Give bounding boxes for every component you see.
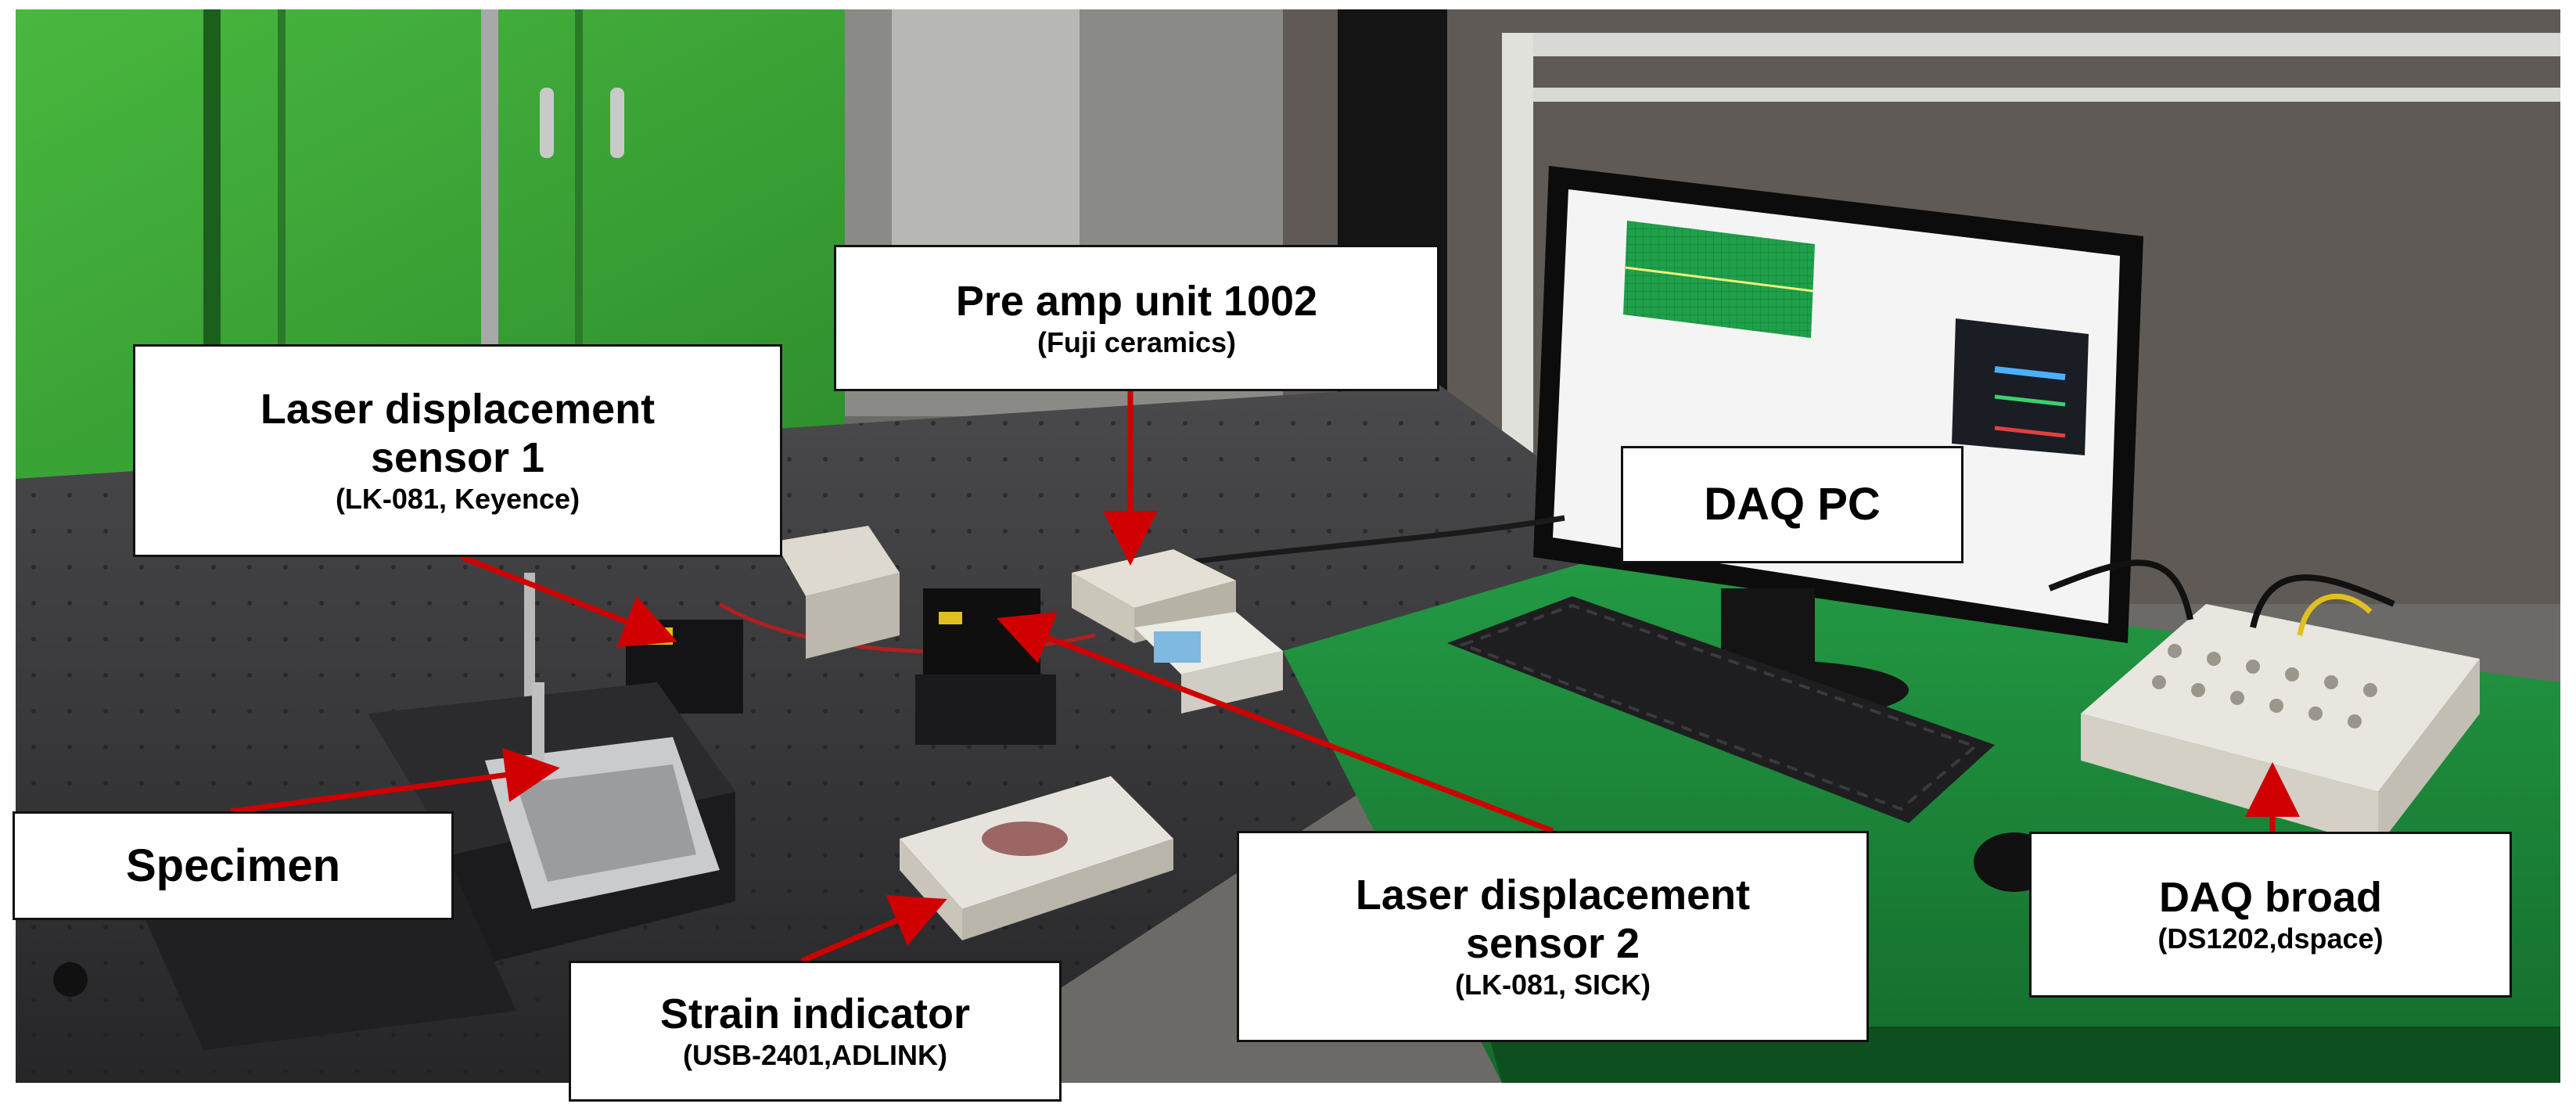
strain-indicator-title: Strain indicator — [659, 991, 971, 1037]
wall-rail — [1525, 33, 2560, 56]
strain-indicator-model: (USB-2401,ADLINK) — [682, 1039, 948, 1071]
callout-daq-pc: DAQ PC — [1621, 446, 1963, 563]
arrow-specimen — [230, 747, 560, 814]
daq-board-title: DAQ broad — [2158, 874, 2382, 921]
daq-board-side — [2378, 659, 2480, 847]
preamp-front — [1072, 573, 1134, 643]
daq-pc-title: DAQ PC — [1704, 479, 1881, 530]
cable — [2250, 574, 2395, 628]
strain-indicator-side — [962, 839, 1173, 940]
wall-rail — [1525, 88, 2560, 102]
sensor2-stage — [915, 674, 1056, 745]
laser-sensor-2-model: (LK-081, SICK) — [1454, 969, 1651, 1001]
cable-yellow — [2297, 593, 2373, 636]
screen-signal-line — [1625, 266, 1814, 293]
laser-sensor-2-title-line1: Laser displacement — [1355, 872, 1751, 919]
lab-scene-illustration — [16, 9, 2560, 1083]
display-unit-screen — [1154, 631, 1201, 663]
callout-specimen: Specimen — [13, 811, 454, 920]
screen-dark-panel — [1952, 318, 2089, 455]
laser-sensor-2-title-line2: sensor 2 — [1465, 920, 1640, 967]
daq-board-connectors — [2152, 644, 2377, 728]
lab-photo — [16, 9, 2560, 1083]
grey-box-top — [774, 526, 900, 596]
arrow-laser-sensor-2 — [996, 612, 1554, 834]
cable — [2048, 559, 2193, 620]
keyboard-keys — [1458, 603, 1978, 811]
screen-bar — [1994, 426, 2066, 438]
sensor2-label — [939, 612, 962, 624]
adjust-knob — [53, 962, 88, 997]
keyboard — [1447, 596, 1995, 823]
laser-sensor-1-model: (LK-081, Keyence) — [335, 483, 580, 515]
cabinet-handle — [540, 88, 554, 158]
screen-bar — [1994, 366, 2066, 380]
cabinet-handle — [610, 88, 624, 158]
vise-jaw — [516, 764, 696, 882]
callout-laser-sensor-2: Laser displacement sensor 2 (LK-081, SIC… — [1237, 831, 1869, 1042]
daq-board-front — [2081, 714, 2378, 847]
laser-sensor-1-title-line2: sensor 1 — [370, 434, 545, 481]
grey-box-front — [806, 573, 900, 659]
callout-laser-sensor-1: Laser displacement sensor 1 (LK-081, Key… — [133, 344, 782, 557]
specimen-title: Specimen — [126, 840, 340, 891]
arrow-strain-indicator — [800, 895, 947, 964]
preamp-title: Pre amp unit 1002 — [955, 277, 1318, 325]
arrow-laser-sensor-1 — [460, 554, 678, 648]
screen-bar — [1994, 394, 2066, 407]
preamp-model: (Fuji ceramics) — [1037, 325, 1237, 358]
callout-strain-indicator: Strain indicator (USB-2401,ADLINK) — [569, 961, 1062, 1102]
laser-sensor-1-title-line1: Laser displacement — [260, 386, 656, 433]
callout-daq-board: DAQ broad (DS1202,dspace) — [2029, 832, 2512, 998]
daq-board-model: (DS1202,dspace) — [2157, 922, 2384, 955]
strain-indicator-logo — [982, 822, 1068, 856]
callout-preamp-unit: Pre amp unit 1002 (Fuji ceramics) — [834, 245, 1439, 391]
